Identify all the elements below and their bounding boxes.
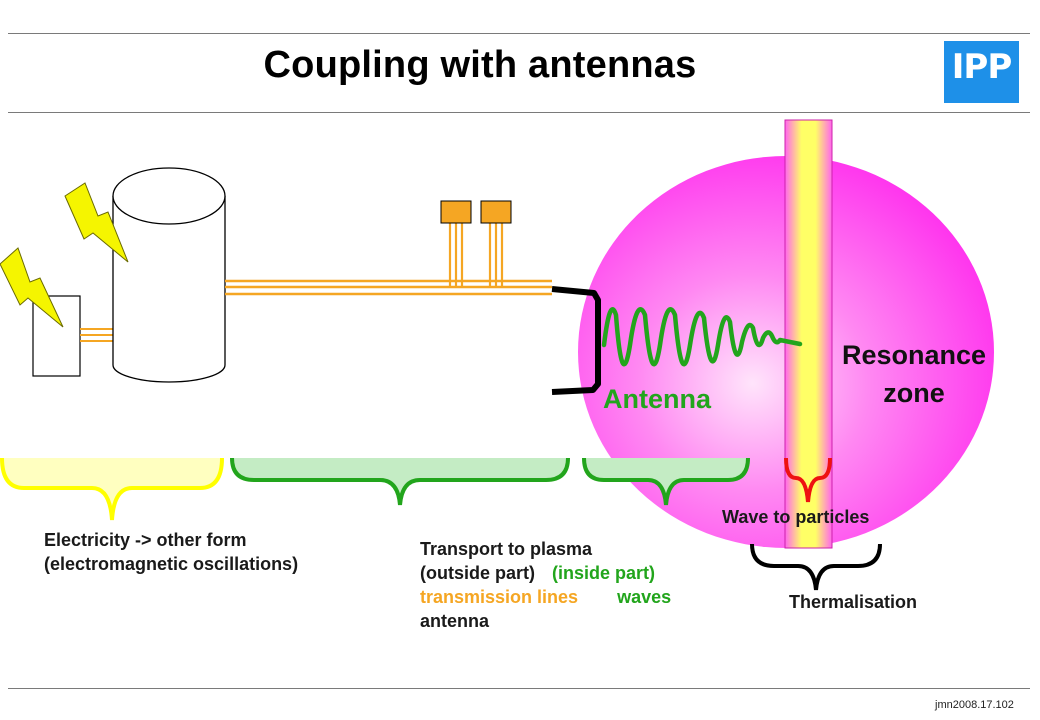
thermalisation-brace — [750, 543, 882, 591]
transmission-lines-text: transmission lines — [420, 587, 579, 607]
outside-part-text: (outside part) — [420, 563, 535, 583]
transport-outside-brace — [232, 458, 568, 505]
wave-to-particles-brace — [784, 457, 832, 503]
electricity-brace — [2, 458, 222, 520]
transport-caption: Transport to plasma (outside part) (insi… — [420, 539, 672, 631]
thermalisation-label: Thermalisation — [789, 592, 918, 612]
waves-text: waves — [617, 587, 672, 607]
lightning-bolt-icon — [64, 182, 129, 263]
top-rule — [8, 33, 1030, 34]
title-rule — [8, 112, 1030, 113]
slide-footer: jmn2008.17.102 — [935, 699, 1014, 711]
transmission-line — [225, 279, 552, 296]
lightning-bolt-icon — [0, 247, 64, 328]
box-cylinder-line — [80, 328, 113, 342]
resonance-zone-label: Resonance zone — [841, 340, 987, 408]
resonance-strip — [784, 119, 833, 549]
wave — [601, 307, 803, 367]
tuner-box — [440, 200, 472, 224]
antenna-word: antenna — [420, 611, 490, 631]
antenna-label: Antenna — [603, 384, 711, 414]
oscillator-cylinder — [112, 167, 226, 383]
page-title: Coupling with antennas — [263, 44, 697, 86]
wave-to-particles-label: Wave to particles — [722, 507, 870, 527]
antenna-strap — [551, 286, 601, 395]
tuner-stubs — [448, 222, 504, 287]
electricity-caption: Electricity -> other form (electromagnet… — [44, 530, 299, 574]
bottom-rule — [8, 688, 1030, 689]
transport-inside-brace — [584, 458, 748, 505]
ipp-logo: IPP — [944, 41, 1019, 103]
inside-part-text: (inside part) — [552, 563, 656, 583]
tuner-box — [480, 200, 512, 224]
generator-box — [32, 295, 81, 377]
logo-text: IPP — [951, 47, 1013, 87]
